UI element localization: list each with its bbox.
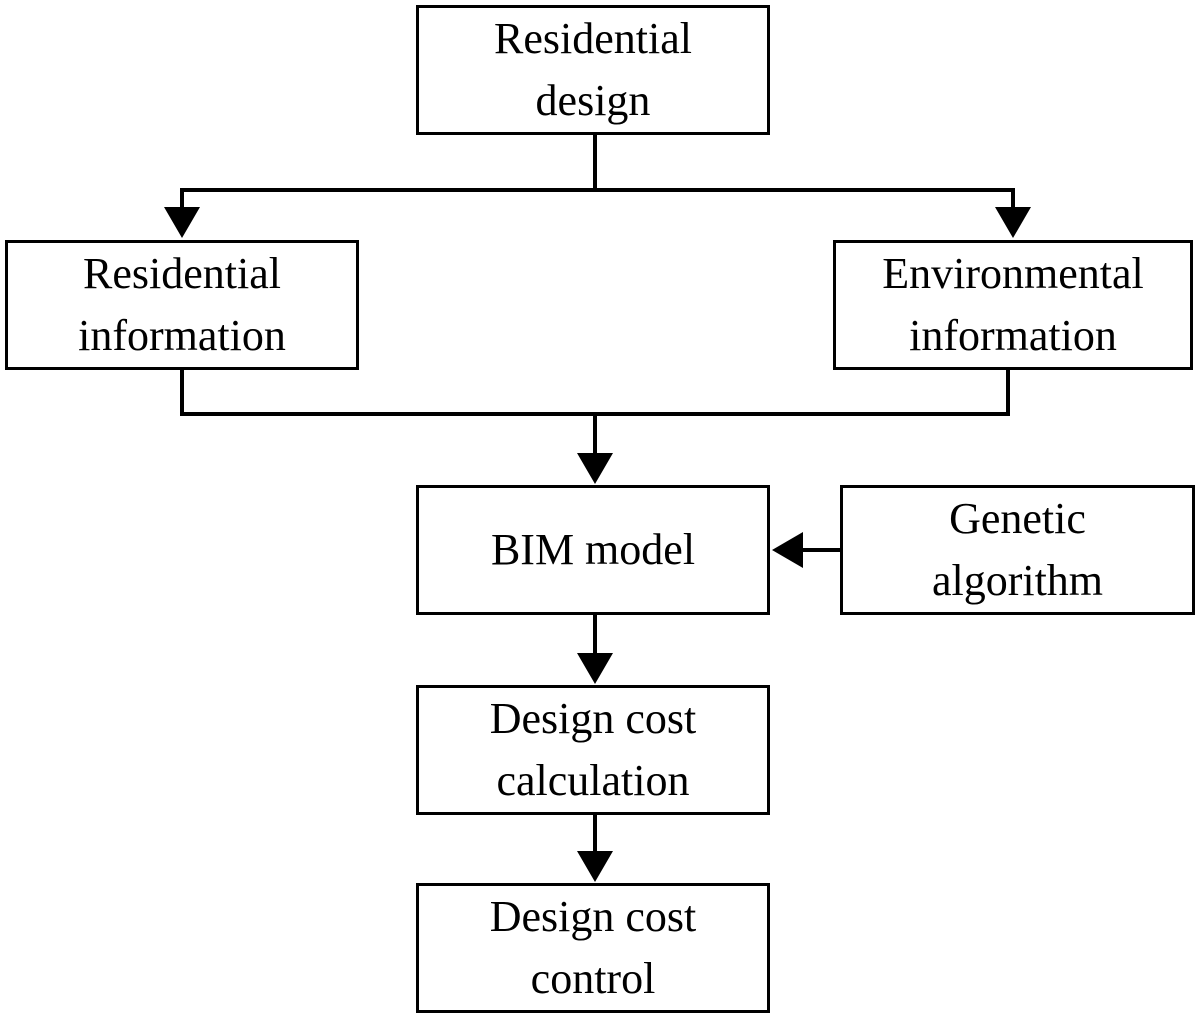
node-label-line: Residential	[494, 14, 692, 63]
node-residential-design: Residential design	[416, 5, 770, 135]
node-label-line: control	[530, 954, 656, 1003]
node-label-line: Design cost	[489, 892, 697, 941]
node-label-line: Residential	[83, 249, 281, 298]
arrowhead-to-environmental-information	[995, 207, 1031, 238]
node-label-line: information	[78, 311, 286, 360]
node-design-cost-control: Design cost control	[416, 883, 770, 1013]
arrowhead-to-residential-information	[164, 207, 200, 238]
node-label-line: information	[909, 311, 1117, 360]
node-genetic-algorithm: Genetic algorithm	[840, 485, 1195, 615]
node-label-line: Environmental	[882, 249, 1144, 298]
arrowhead-to-cost-control	[577, 851, 613, 882]
arrowhead-genetic-to-bim	[772, 532, 803, 568]
node-environmental-information: Environmental information	[833, 240, 1193, 370]
node-residential-information: Residential information	[5, 240, 359, 370]
node-label-line: Design cost	[489, 694, 697, 743]
arrowhead-to-cost-calculation	[577, 653, 613, 684]
arrowhead-to-bim-model	[577, 453, 613, 484]
node-label-line: design	[535, 76, 651, 125]
node-label-line: algorithm	[931, 556, 1104, 605]
node-label-line: BIM model	[490, 525, 696, 574]
node-design-cost-calculation: Design cost calculation	[416, 685, 770, 815]
node-label-line: Genetic	[949, 494, 1086, 543]
node-bim-model: BIM model	[416, 485, 770, 615]
node-label-line: calculation	[496, 756, 690, 805]
